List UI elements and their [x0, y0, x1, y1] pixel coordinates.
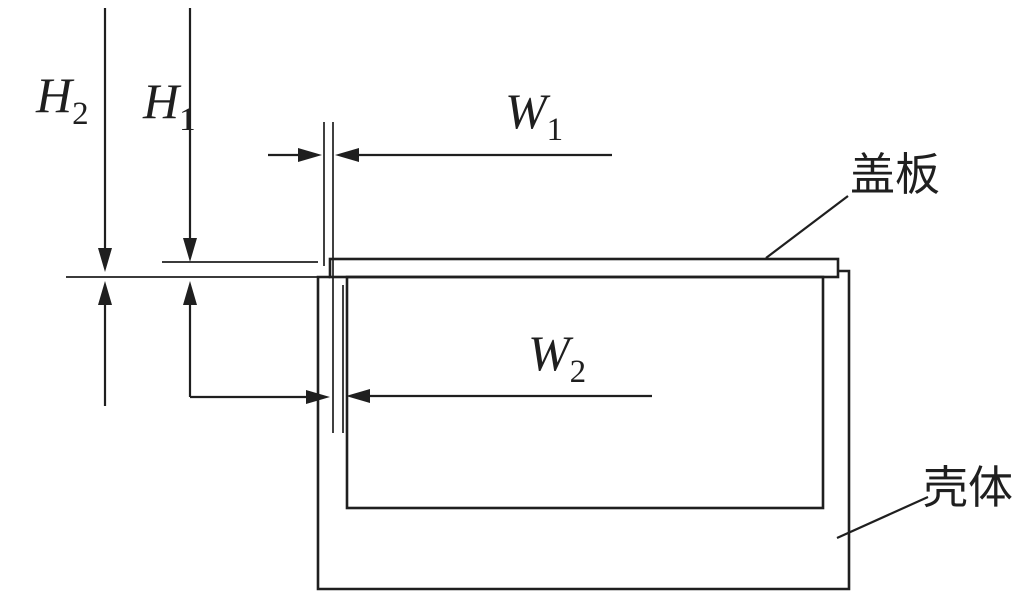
shell-inner-cavity: [345, 275, 825, 510]
extension-lines: [66, 122, 344, 433]
shell-label: 壳体: [923, 462, 1013, 513]
shell-outer-path: [316, 269, 851, 591]
cover-plate-leader: [765, 195, 849, 259]
cover-plate-label: 盖板: [850, 149, 940, 200]
w2-label: W2: [528, 325, 586, 390]
h1-label: H1: [142, 73, 196, 138]
h1-dimension: [183, 8, 330, 404]
h1-arrow-down: [183, 238, 197, 262]
h2-arrow-down: [98, 248, 112, 272]
h2-arrow-up: [98, 281, 112, 305]
cover-plate-rect: [328, 257, 840, 279]
shell-body-outline: [316, 269, 851, 591]
h2-dimension: [98, 8, 112, 406]
w1-dimension: [268, 148, 612, 162]
leader-lines: [765, 195, 929, 540]
h2-label: H2: [35, 67, 89, 132]
w1-label: W1: [505, 83, 563, 148]
w1-arrow-right: [298, 148, 322, 162]
h1-arrow-up: [183, 281, 197, 305]
shell-leader: [836, 495, 929, 540]
h1-elbow-arrow-right: [306, 390, 330, 404]
w2-dimension: [346, 389, 652, 403]
cover-plate-outline: [328, 257, 840, 279]
w2-arrow-left: [346, 389, 370, 403]
w1-arrow-left: [335, 148, 359, 162]
